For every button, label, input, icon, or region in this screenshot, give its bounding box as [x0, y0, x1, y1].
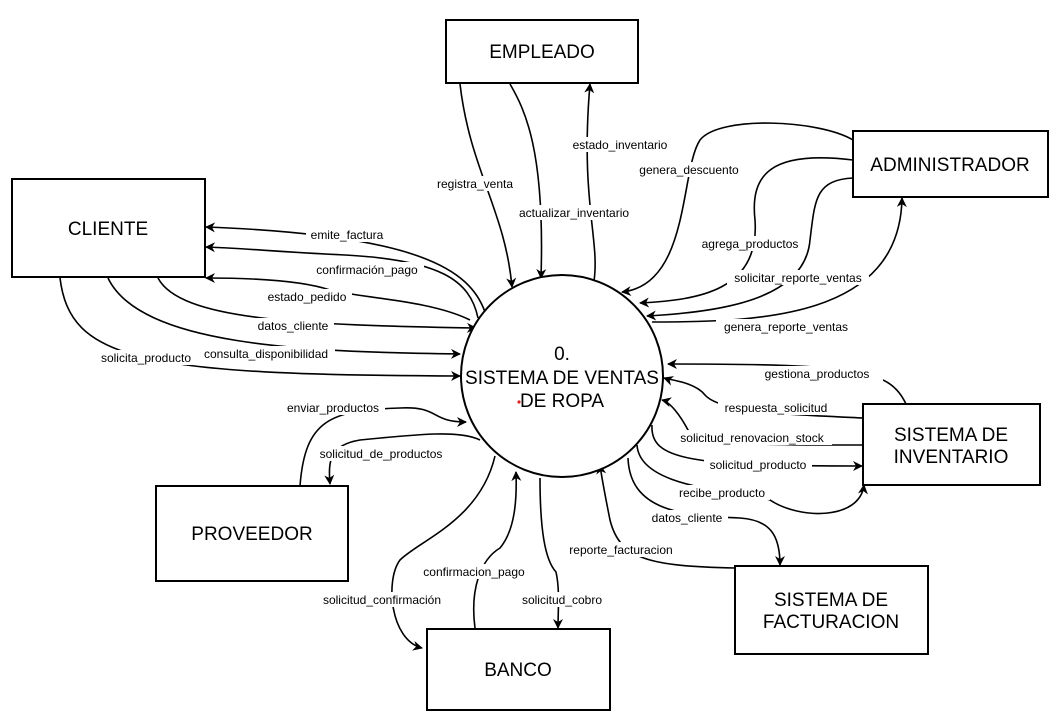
entity-proveedor-label: PROVEEDOR [191, 524, 312, 545]
flow-line-solicitar-reporte-ventas [646, 177, 854, 321]
entity-inventario-label-line2: INVENTARIO [894, 447, 1009, 468]
label-bg [704, 457, 812, 472]
process-title-line1: SISTEMA DE VENTAS [465, 368, 659, 389]
entity-sistema-inventario[interactable]: SISTEMA DE INVENTARIO [862, 403, 1041, 486]
flow-label-confirmacion-pago: confirmación_pago [316, 263, 418, 277]
flow-label-solicitud-renovacion-stock: solicitud_renovacion_stock [680, 431, 824, 445]
entity-administrador[interactable]: ADMINISTRADOR [852, 130, 1049, 198]
flow-label-registra-venta: registra_venta [437, 177, 513, 191]
flow-line-genera-reporte-ventas [651, 197, 907, 323]
flow-line-consulta-disponibilidad [107, 277, 461, 359]
flow-labels: estado_inventario registra_venta actuali… [96, 137, 883, 607]
flow-label-actualizar-inventario: actualizar_inventario [519, 206, 629, 220]
label-bg [568, 137, 672, 152]
label-bg [197, 346, 335, 361]
entity-empleado[interactable]: EMPLEADO [445, 19, 639, 84]
flow-label-consulta-disponibilidad: consulta_disponibilidad [204, 347, 328, 361]
entity-banco-label: BANCO [484, 660, 552, 681]
label-bg [432, 176, 518, 191]
label-bg [563, 542, 679, 557]
label-bg [281, 400, 385, 415]
flow-label-respuesta-solicitud: respuesta_solicitud [725, 401, 828, 415]
flow-label-agrega-productos: agrega_productos [702, 237, 799, 251]
flow-label-solicitud-confirmacion: solicitud_confirmación [323, 593, 441, 607]
entity-box [445, 19, 639, 84]
flow-line-enviar-productos [299, 407, 467, 487]
flow-label-genera-descuento: genera_descuento [639, 163, 739, 177]
entity-box [734, 565, 929, 655]
flow-line-solicitud-cobro [539, 477, 564, 629]
flow-label-solicita-producto: solicita_producto [101, 351, 191, 365]
entity-facturacion-label-line2: FACTURACION [763, 612, 899, 633]
entity-banco[interactable]: BANCO [426, 628, 611, 711]
flow-label-estado-pedido: estado_pedido [268, 290, 347, 304]
flow-line-reporte-facturacion [596, 464, 736, 569]
flow-label-solicitud-cobro: solicitud_cobro [522, 593, 602, 607]
flow-line-confirmacion-pago-banco [472, 471, 522, 629]
entity-box [11, 178, 206, 278]
label-bg [718, 400, 834, 415]
entity-box [426, 628, 611, 711]
label-bg [727, 270, 869, 285]
label-bg [96, 350, 196, 365]
label-bg [512, 205, 636, 220]
flow-label-estado-inventario: estado_inventario [573, 138, 668, 152]
flow-label-datos-cliente-facturacion: datos_cliente [652, 511, 723, 525]
entity-cliente[interactable]: CLIENTE [11, 178, 206, 278]
flow-line-confirmacion-pago [205, 242, 479, 319]
connection-point-dot [517, 400, 521, 404]
flow-label-enviar-productos: enviar_productos [287, 401, 379, 415]
flow-line-solicitud-de-productos [324, 433, 481, 485]
entity-box [862, 403, 1041, 486]
flow-line-actualizar-inventario [509, 83, 547, 279]
flow-line-estado-inventario [584, 83, 596, 282]
flow-label-solicitud-producto: solicitud_producto [710, 458, 807, 472]
label-bg [751, 366, 883, 381]
flow-line-datos-cliente [157, 277, 477, 333]
process-shape [460, 274, 664, 478]
flow-label-recibe-producto: recibe_producto [679, 486, 765, 500]
flow-line-emite-factura [205, 222, 486, 313]
label-bg [252, 318, 334, 333]
label-bg [515, 592, 609, 607]
label-bg [672, 430, 832, 445]
flow-line-solicitud-confirmacion [391, 455, 496, 651]
entity-empleado-label: EMPLEADO [489, 42, 595, 63]
flow-label-emite-factura: emite_factura [311, 228, 384, 242]
label-bg [697, 236, 803, 251]
process-number: 0. [554, 344, 570, 365]
label-bg [306, 227, 388, 242]
label-bg [262, 289, 352, 304]
flow-line-genera-descuento [621, 122, 854, 297]
label-bg [313, 446, 449, 461]
label-bg [716, 319, 856, 334]
flow-label-reporte-facturacion: reporte_facturacion [569, 543, 672, 557]
flow-label-solicitar-reporte-ventas: solicitar_reporte_ventas [734, 271, 861, 285]
flow-line-agrega-productos [639, 157, 854, 308]
entity-inventario-label-line1: SISTEMA DE [894, 425, 1008, 446]
label-bg [674, 485, 770, 500]
flow-line-recibe-producto [636, 444, 868, 515]
flow-label-solicitud-de-productos: solicitud_de_productos [320, 447, 443, 461]
entity-cliente-label: CLIENTE [68, 219, 148, 240]
entity-box [852, 130, 1049, 198]
flow-label-genera-reporte-ventas: genera_reporte_ventas [724, 320, 848, 334]
flow-line-respuesta-solicitud [663, 376, 864, 419]
entity-proveedor[interactable]: PROVEEDOR [155, 485, 349, 582]
process-title-line2: DE ROPA [520, 391, 604, 412]
flow-label-gestiona-productos: gestiona_productos [765, 367, 870, 381]
flow-label-confirmacion-pago-banco: confirmacion_pago [423, 565, 525, 579]
label-bg [634, 162, 744, 177]
label-bg [310, 262, 424, 277]
entity-facturacion-label-line1: SISTEMA DE [774, 590, 888, 611]
entity-box [155, 485, 349, 582]
label-bg [307, 592, 457, 607]
entity-administrador-label: ADMINISTRADOR [870, 155, 1029, 176]
process-circle: 0. SISTEMA DE VENTAS DE ROPA [460, 274, 664, 478]
label-bg [417, 564, 531, 579]
label-bg [646, 510, 728, 525]
flow-label-datos-cliente: datos_cliente [258, 319, 329, 333]
entity-sistema-facturacion[interactable]: SISTEMA DE FACTURACION [734, 565, 929, 655]
